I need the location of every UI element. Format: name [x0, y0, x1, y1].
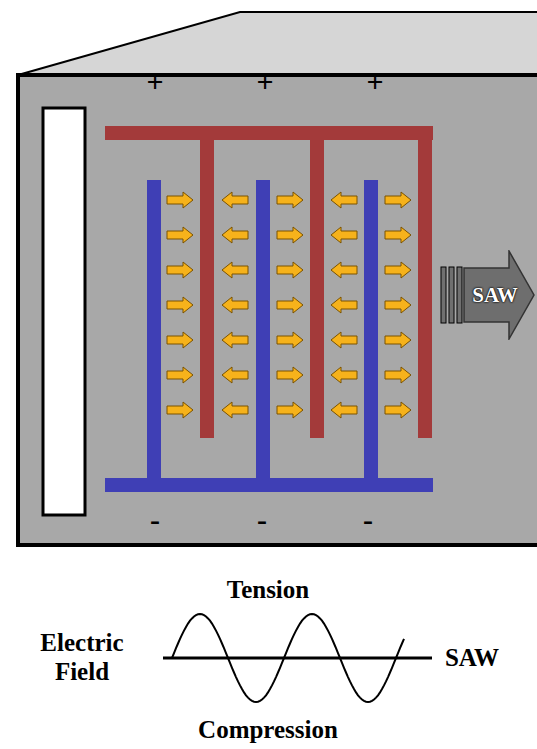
wave-stripe: [457, 267, 462, 323]
field-arrow: [331, 297, 357, 313]
positive-finger: [310, 126, 324, 438]
field-arrow: [167, 192, 193, 208]
sine-wave: [172, 614, 404, 702]
field-arrow: [222, 297, 248, 313]
field-arrow: [331, 262, 357, 278]
field-arrow: [277, 367, 303, 383]
field-arrow: [167, 332, 193, 348]
field-arrow: [222, 227, 248, 243]
field-arrow: [331, 402, 357, 418]
polarity-sign: +: [366, 65, 383, 100]
field-arrow: [222, 262, 248, 278]
field-arrow: [222, 367, 248, 383]
field-arrow: [222, 402, 248, 418]
polarity-sign: +: [256, 65, 273, 100]
field-arrow: [222, 332, 248, 348]
polarity-sign: -: [150, 503, 160, 538]
negative-finger: [256, 180, 270, 492]
field-arrow-group: [167, 192, 411, 418]
field-arrow: [385, 402, 411, 418]
field-arrow: [167, 227, 193, 243]
field-arrow: [277, 297, 303, 313]
polarity-sign: -: [363, 503, 373, 538]
field-arrow: [331, 367, 357, 383]
saw-arrow: SAW: [463, 250, 535, 340]
polarity-sign: +: [146, 65, 163, 100]
absorber-strip: [43, 108, 85, 515]
substrate-front: [18, 75, 537, 545]
axis-label: Electric Field: [22, 629, 142, 687]
field-arrow: [385, 367, 411, 383]
field-arrow: [385, 227, 411, 243]
field-arrow: [385, 297, 411, 313]
arrow-label: SAW: [472, 283, 518, 308]
field-arrow: [167, 262, 193, 278]
arrow-outline: [464, 251, 534, 339]
axis-line: [163, 657, 432, 660]
field-arrow: [385, 192, 411, 208]
field-arrow: [167, 297, 193, 313]
negative-finger: [364, 180, 378, 492]
axis-label: SAW: [445, 644, 499, 673]
field-arrow: [167, 402, 193, 418]
field-arrow: [385, 332, 411, 348]
wave-stripe: [449, 267, 454, 323]
negative-finger: [147, 180, 161, 492]
positive-finger: [200, 126, 214, 438]
polarity-sign: -: [257, 503, 267, 538]
field-arrow: [331, 332, 357, 348]
field-arrow: [277, 227, 303, 243]
field-arrow: [277, 332, 303, 348]
positive-bus-bar: [105, 126, 433, 140]
field-arrow: [385, 262, 411, 278]
field-arrow: [277, 192, 303, 208]
field-arrow: [222, 192, 248, 208]
wave-label: Compression: [198, 716, 338, 745]
field-arrow: [277, 262, 303, 278]
field-arrow: [331, 192, 357, 208]
field-arrow: [277, 402, 303, 418]
wave-stripe: [441, 267, 446, 323]
field-arrow: [167, 367, 193, 383]
positive-finger: [418, 126, 432, 438]
wave-label: Tension: [227, 576, 309, 605]
substrate-top: [18, 12, 537, 75]
field-arrow: [331, 227, 357, 243]
